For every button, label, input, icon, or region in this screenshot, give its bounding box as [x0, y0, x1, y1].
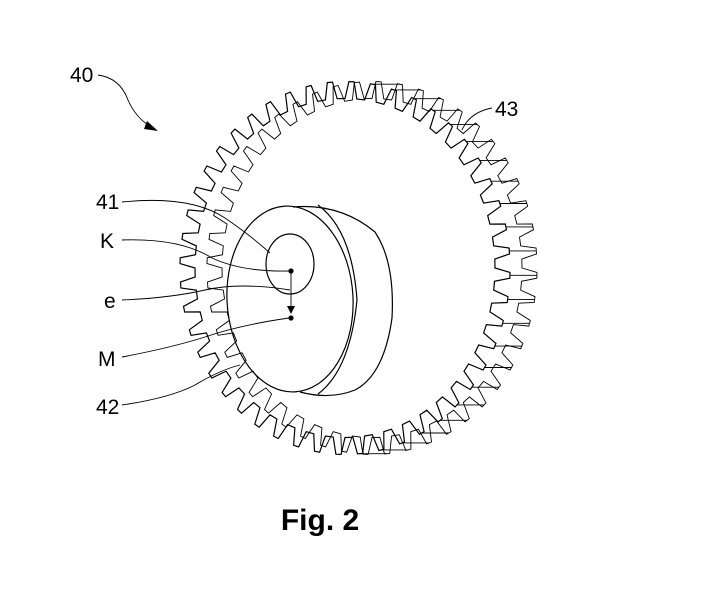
label-43: 43	[495, 98, 518, 121]
disc-rear-rim	[317, 204, 358, 395]
point-K	[288, 268, 294, 274]
leader-K	[121, 239, 290, 272]
eccentricity-arrowhead	[287, 306, 295, 314]
gear-back-outline	[206, 81, 538, 455]
leader-43	[461, 107, 493, 131]
disc-side-surface	[292, 205, 393, 397]
label-42: 42	[96, 396, 119, 419]
disc-front-face	[226, 205, 354, 393]
leader-e	[121, 285, 291, 301]
bore-41	[265, 233, 315, 295]
leader-lines	[97, 74, 493, 406]
label-M: M	[98, 348, 116, 371]
reference-labels: 40 43 41 K e M 42	[70, 64, 518, 419]
leader-M	[121, 317, 290, 358]
label-e: e	[104, 290, 116, 313]
eccentricity-marking	[287, 268, 295, 321]
eccentric-disc-42	[226, 204, 393, 397]
label-K: K	[100, 230, 114, 253]
label-41: 41	[96, 191, 119, 214]
leader-40-arrowhead	[144, 121, 158, 131]
label-40: 40	[70, 64, 93, 87]
point-M	[288, 315, 294, 321]
gear-front-outline	[179, 80, 511, 456]
leader-41	[121, 199, 271, 254]
leader-42	[121, 364, 241, 406]
gear-40	[179, 80, 538, 456]
leader-40	[97, 74, 151, 127]
figure-caption: Fig. 2	[281, 504, 359, 537]
tooth-depth-lines	[360, 83, 537, 455]
